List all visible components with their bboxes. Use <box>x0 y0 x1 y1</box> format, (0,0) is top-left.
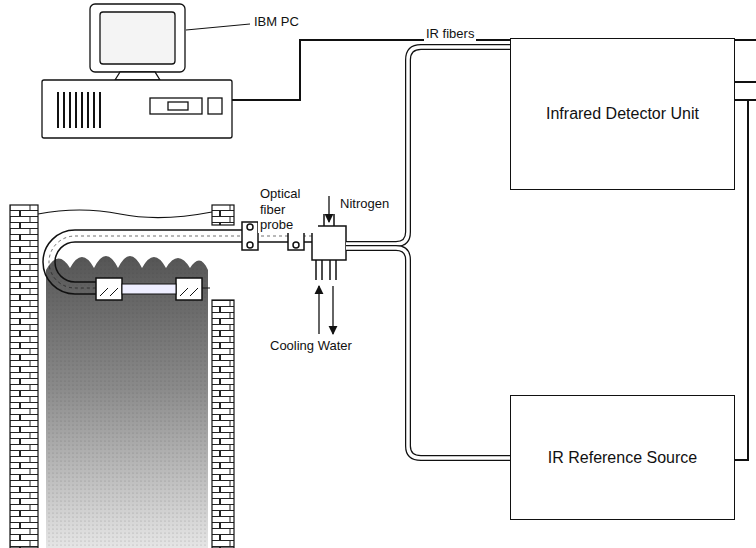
part-label: Cooling Water <box>268 338 354 354</box>
part-label: Nitrogen <box>338 196 391 212</box>
part-label: IBM PC <box>252 14 301 30</box>
box-label: IR Reference Source <box>538 442 707 473</box>
box-label: Infrared Detector Unit <box>536 98 709 129</box>
part-label: Optical fiber probe <box>258 186 318 233</box>
cable <box>735 82 756 460</box>
computer <box>42 4 232 138</box>
leader-line <box>186 24 250 30</box>
part-label: IR fibers <box>424 26 476 42</box>
ir-fiber <box>346 47 510 458</box>
flow-arrow <box>332 286 333 334</box>
process-box: IR Reference Source <box>510 395 735 520</box>
process-box: Infrared Detector Unit <box>510 38 735 190</box>
flow-arrow <box>328 196 329 222</box>
flow-arrow <box>318 286 319 334</box>
